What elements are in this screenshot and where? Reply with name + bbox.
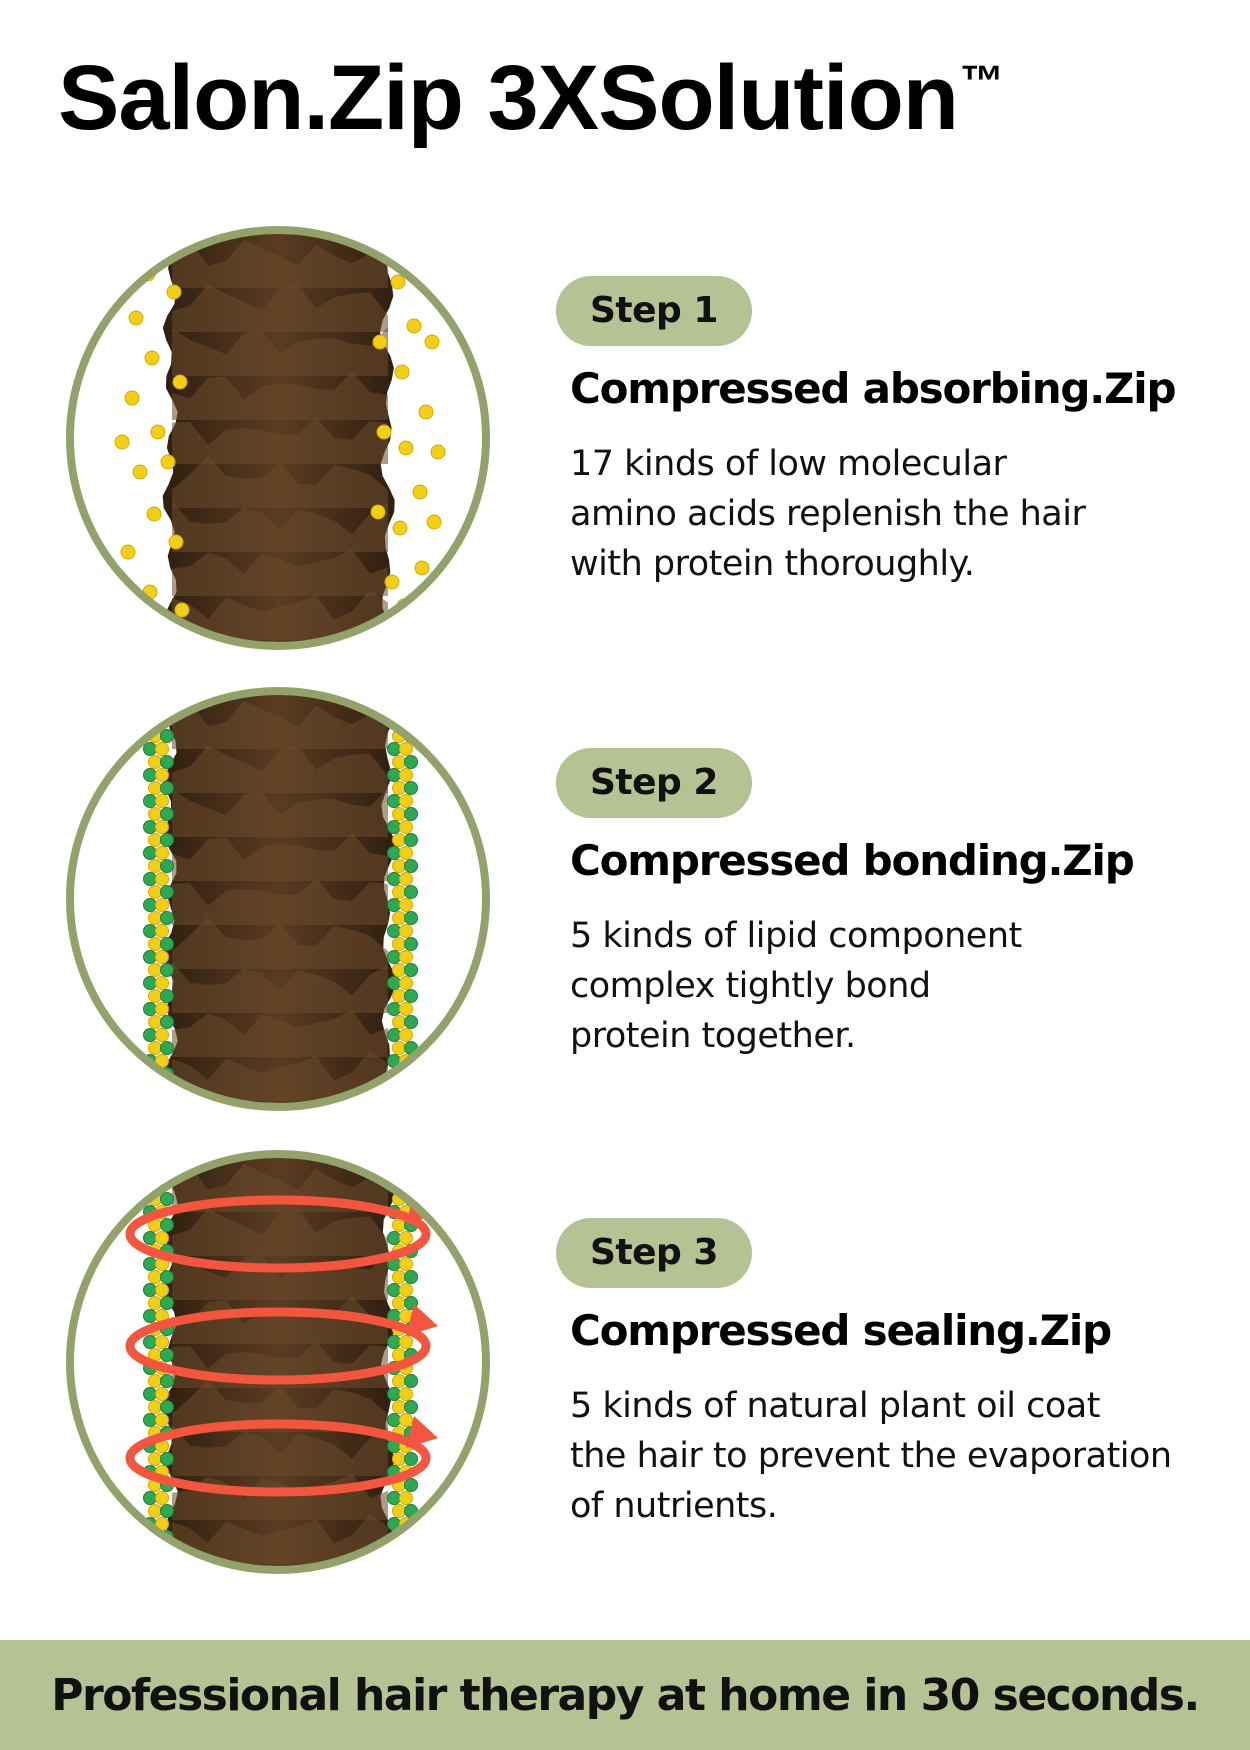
- step-2-badge: Step 2: [556, 748, 752, 818]
- trademark-symbol: ™: [960, 57, 1004, 106]
- hair-strand-oil-seal-icon: [62, 1146, 494, 1578]
- page-title: Salon.Zip 3XSolution™: [58, 47, 1004, 149]
- step-1-heading: Compressed absorbing.Zip: [570, 364, 1177, 413]
- hair-strand-lipid-bond-icon: [62, 683, 494, 1115]
- step-1-description: 17 kinds of low molecular amino acids re…: [570, 443, 1086, 584]
- footer-tagline: Professional hair therapy at home in 30 …: [51, 1669, 1200, 1721]
- step-2-heading: Compressed bonding.Zip: [570, 836, 1135, 885]
- title-text: Salon.Zip 3XSolution: [58, 47, 959, 149]
- step-1-badge: Step 1: [556, 276, 752, 346]
- step-2-block: Step 2 Compressed bonding.Zip 5 kinds of…: [556, 748, 1216, 1061]
- step-3-block: Step 3 Compressed sealing.Zip 5 kinds of…: [556, 1218, 1216, 1531]
- step-3-description: 5 kinds of natural plant oil coat the ha…: [570, 1385, 1172, 1526]
- step-3-heading: Compressed sealing.Zip: [570, 1306, 1112, 1355]
- step-1-block: Step 1 Compressed absorbing.Zip 17 kinds…: [556, 276, 1216, 589]
- step-2-description: 5 kinds of lipid component complex tight…: [570, 915, 1022, 1056]
- step-3-badge: Step 3: [556, 1218, 752, 1288]
- hair-strand-amino-acid-icon: [62, 222, 494, 654]
- footer-banner: Professional hair therapy at home in 30 …: [0, 1640, 1250, 1750]
